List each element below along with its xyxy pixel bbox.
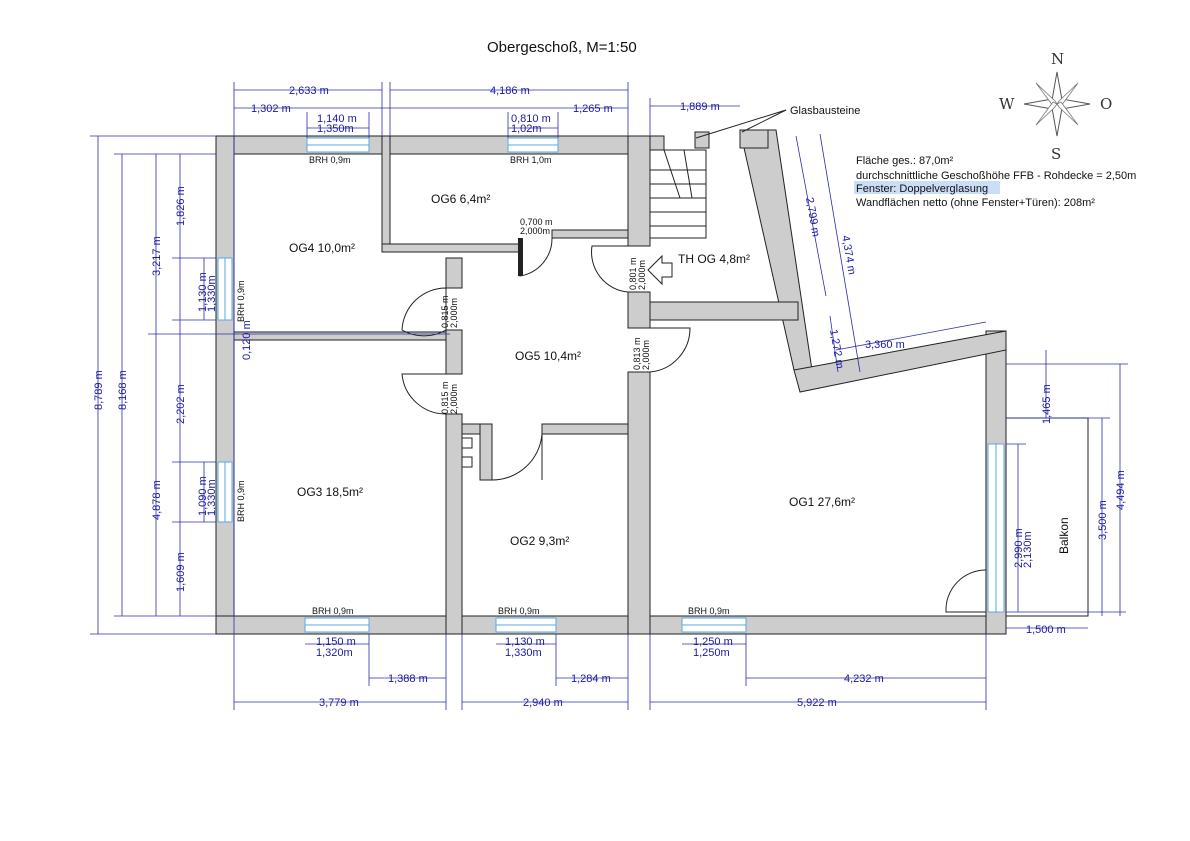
dim-4232: 4,232 m [844,673,884,685]
brh-top-1: BRH 0,9m [309,155,351,165]
dim-bw3-b: 1,250m [693,647,730,659]
dim-w2-a: 0,810 m [511,113,551,125]
brh-bottom-3: BRH 0,9m [688,606,730,616]
compass-w: W [999,95,1015,113]
dim-door-0815a: 0,815 m [440,295,450,328]
dim-1609: 1,609 m [175,552,187,592]
dim-wl1-a: 1,130 m [197,272,209,312]
balkon-label: Balkon [1057,517,1071,554]
dim-w1-b: 1,350m [317,123,354,135]
windows [217,137,1005,633]
room-og3: OG3 18,5m² [297,485,363,499]
dim-door-2000c: 2,000m [449,298,459,328]
dim-2799: 2,799 m [803,196,822,237]
info-highlight [854,181,1000,194]
dim-door-2000a: 2,000m [520,226,550,236]
dim-2940: 2,940 m [523,697,563,709]
dim-8789: 8,789 m [93,370,105,410]
compass-rose-icon [1023,71,1091,137]
compass-n: N [1051,50,1064,68]
room-og2: OG2 9,3m² [510,534,569,548]
dim-5922: 5,922 m [797,697,837,709]
glas-label: Glasbausteine [790,105,860,117]
dimension-lines [90,82,1128,710]
dim-2202: 2,202 m [175,384,187,424]
brh-left-2: BRH 0,9m [236,480,246,522]
dim-2130: 2,130m [1022,531,1034,568]
dim-bw1-a: 1,150 m [316,636,356,648]
dim-8168: 8,168 m [117,370,129,410]
dim-w2-b: 1,02m [511,123,542,135]
dim-2633: 2,633 m [289,85,329,97]
dim-bw2-a: 1,130 m [505,636,545,648]
room-og1: OG1 27,6m² [789,495,855,509]
dim-1889: 1,889 m [680,101,720,113]
doors [401,237,987,613]
dim-1826: 1,826 m [175,186,187,226]
dim-bw1-b: 1,320m [316,647,353,659]
dim-1265: 1,265 m [573,103,613,115]
room-th: TH OG 4,8m² [678,252,750,266]
dim-4878: 4,878 m [151,480,163,520]
dim-1302: 1,302 m [251,103,291,115]
dim-3779: 3,779 m [319,697,359,709]
dim-bw2-b: 1,330m [505,647,542,659]
info-line-windows: Fenster: Doppelverglasung [856,183,988,195]
compass-s: S [1051,145,1061,163]
info-line-area: Fläche ges.: 87,0m² [856,155,954,167]
dim-door-2000b: 2,000m [637,260,647,290]
dim-3360: 3,360 m [865,339,905,351]
dim-w1-a: 1,140 m [317,113,357,125]
dim-4494: 4,494 m [1115,470,1127,510]
room-og6: OG6 6,4m² [431,192,490,206]
chimney-2 [461,456,473,468]
room-og5: OG5 10,4m² [515,349,581,363]
info-line-wallarea: Wandflächen netto (ohne Fenster+Türen): … [856,197,1095,209]
dim-door-0700: 0,700 m [520,217,553,227]
dim-2990: 2,990 m [1013,528,1025,568]
dim-door-0801: 0,801 m [628,257,638,290]
stair-arrow-icon [647,254,673,286]
brh-left-1: BRH 0,9m [236,280,246,322]
dim-1465: 1,465 m [1041,384,1053,424]
dim-1500: 1,500 m [1026,624,1066,636]
dim-door-2000d: 2,000m [449,384,459,414]
dim-door-2000e: 2,000m [641,340,651,370]
dim-4186: 4,186 m [490,85,530,97]
dim-3500: 3,500 m [1097,500,1109,540]
dim-wl2-b: 1,330m [206,479,218,516]
dim-wl2-a: 1,090 m [197,476,209,516]
staircase [649,149,707,239]
brh-bottom-1: BRH 0,9m [312,606,354,616]
plan-title: Obergeschoß, M=1:50 [487,39,637,56]
dim-door-0815b: 0,815 m [440,381,450,414]
dim-1284: 1,284 m [571,673,611,685]
compass-o: O [1100,95,1112,113]
chimney-1 [461,437,473,449]
dim-0120: 0,120 m [241,320,253,360]
dim-4374: 4,374 m [839,234,858,275]
brh-top-2: BRH 1,0m [510,155,552,165]
dim-bw3-a: 1,250 m [693,636,733,648]
info-line-height: durchschnittliche Geschoßhöhe FFB - Rohd… [856,170,1136,182]
dim-1388: 1,388 m [388,673,428,685]
brh-bottom-2: BRH 0,9m [498,606,540,616]
room-og4: OG4 10,0m² [289,241,355,255]
dim-wl1-b: 1,330m [206,275,218,312]
dim-3217: 3,217 m [151,236,163,276]
dim-door-0813: 0,813 m [632,337,642,370]
